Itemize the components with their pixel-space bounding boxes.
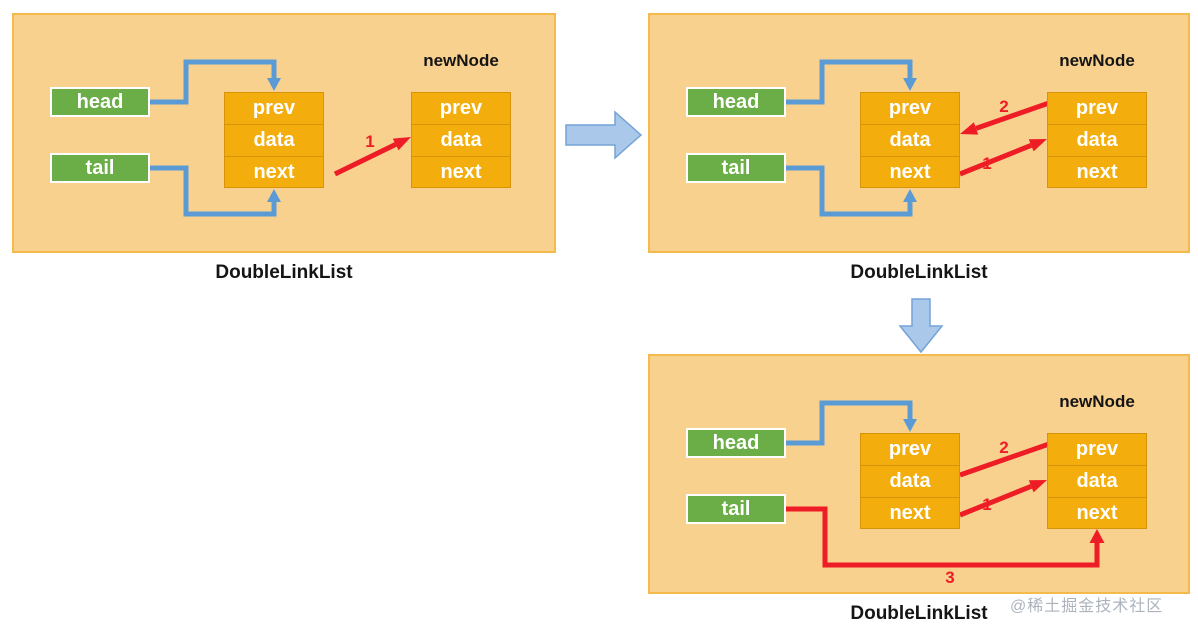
tail-pointer-box: tail (686, 494, 786, 524)
list-node: prev data next (860, 433, 960, 529)
node-cell-next: next (861, 156, 959, 188)
step-1-label: 1 (982, 154, 992, 173)
step1-arrowhead (1028, 139, 1047, 152)
step-2-label: 2 (999, 438, 1009, 457)
tail-pointer-label: tail (85, 156, 115, 179)
tail-pointer-box: tail (50, 153, 150, 183)
step3-arrowhead (1089, 529, 1105, 543)
step-1-label: 1 (365, 132, 375, 151)
tail-connector-arrowhead (267, 189, 281, 202)
tail-pointer-box: tail (686, 153, 786, 183)
flow-arrow-down-shape (898, 298, 944, 354)
flow-arrow-right-icon (565, 110, 643, 160)
flow-arrow-right-shape (565, 110, 643, 160)
flow-arrow-down-icon (898, 298, 944, 354)
head-pointer-label: head (76, 90, 124, 113)
step2-arrow-line (975, 100, 1050, 131)
newnode-cell-prev: prev (1075, 438, 1119, 460)
node-cell-prev: prev (888, 97, 932, 119)
diagram-caption: DoubleLinkList (850, 262, 988, 283)
node-cell-data: data (225, 124, 323, 156)
step-3-label: 3 (945, 568, 955, 587)
newnode-cell-next: next (412, 156, 510, 188)
list-node: prev data next (860, 92, 960, 188)
node-cell-data: data (861, 124, 959, 156)
head-pointer-box: head (686, 87, 786, 117)
panel-step1: head tail prev data next newNode prev da… (12, 13, 556, 253)
newnode-cell-prev: prev (1075, 97, 1119, 119)
node-cell-next: next (861, 497, 959, 529)
newnode-cell-next: next (1048, 497, 1146, 529)
newnode-cell-data: data (412, 124, 510, 156)
node-cell-data: data (861, 465, 959, 497)
newnode-cell-next: next (1048, 156, 1146, 188)
new-node: prev data next (411, 92, 511, 188)
newnode-cell-data: data (1048, 124, 1146, 156)
head-pointer-label: head (712, 90, 760, 113)
diagram-caption: DoubleLinkList (215, 262, 353, 283)
head-connector-arrowhead (267, 78, 281, 91)
head-connector-arrowhead (903, 78, 917, 91)
new-node: prev data next (1047, 92, 1147, 188)
tail-pointer-label: tail (721, 497, 751, 520)
node-cell-next: next (225, 156, 323, 188)
step1-arrowhead (392, 137, 411, 151)
panel-step3: head tail prev data next newNode prev da… (648, 354, 1190, 594)
head-pointer-box: head (686, 428, 786, 458)
node-cell-prev: prev (252, 97, 296, 119)
tail-pointer-label: tail (721, 156, 751, 179)
list-node: prev data next (224, 92, 324, 188)
new-node-title: newNode (1059, 51, 1135, 70)
head-pointer-label: head (712, 431, 760, 454)
diagram-caption: DoubleLinkList (850, 603, 988, 624)
node-cell-prev: prev (888, 438, 932, 460)
tail-connector-arrowhead (903, 189, 917, 202)
watermark: @稀土掘金技术社区 (1010, 598, 1164, 615)
newnode-cell-data: data (1048, 465, 1146, 497)
head-connector-arrowhead (903, 419, 917, 432)
newnode-cell-prev: prev (439, 97, 483, 119)
head-pointer-box: head (50, 87, 150, 117)
step1-arrow-line (959, 142, 1033, 177)
new-node-title: newNode (423, 51, 499, 70)
new-node: prev data next (1047, 433, 1147, 529)
step-2-label: 2 (999, 97, 1009, 116)
step1-arrowhead (1028, 480, 1047, 493)
step-1-label: 1 (982, 495, 992, 514)
step2-arrowhead (960, 122, 979, 135)
new-node-title: newNode (1059, 392, 1135, 411)
panel-step2: head tail prev data next newNode prev da… (648, 13, 1190, 253)
step1-arrow-line (959, 483, 1033, 518)
